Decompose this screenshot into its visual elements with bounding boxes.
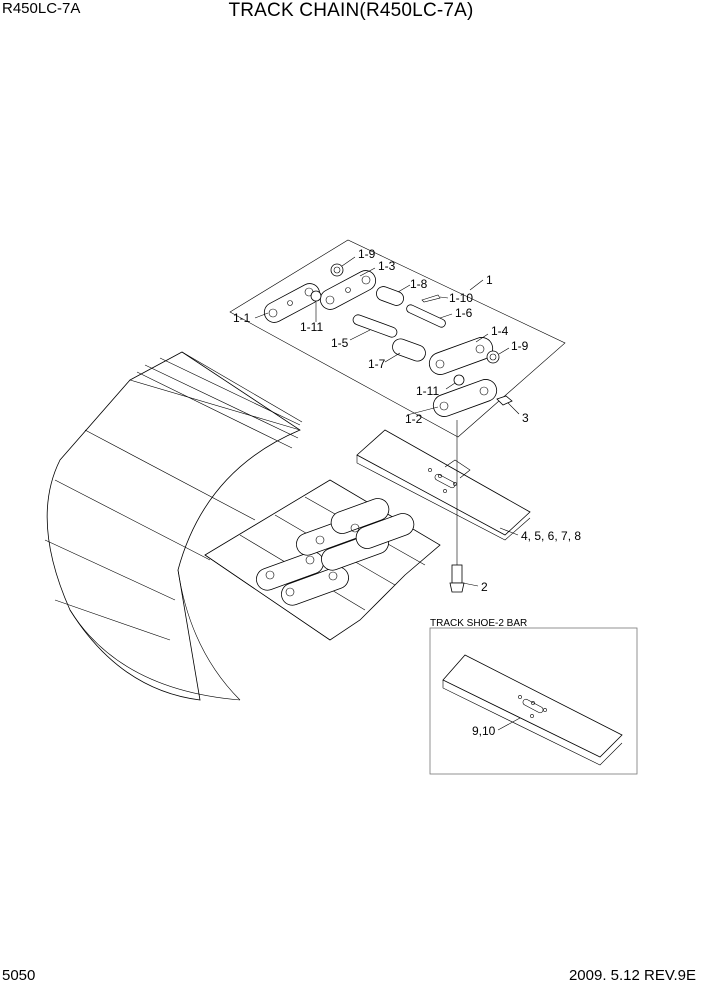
inset-track-shoe [442, 654, 623, 766]
callout-1-10: 1-10 [449, 291, 473, 305]
cotter-1-10 [421, 294, 441, 303]
chain-links [256, 498, 415, 606]
inset-box [429, 627, 638, 775]
page-number: 5050 [2, 967, 36, 984]
page-title: TRACK CHAIN(R450LC-7A) [228, 0, 474, 21]
inset-title: TRACK SHOE-2 BAR [430, 618, 527, 629]
callout-1-5: 1-5 [331, 336, 349, 350]
callout-1-9-right: 1-9 [511, 339, 529, 353]
callout-1-1: 1-1 [233, 311, 251, 325]
callout-1-8: 1-8 [410, 277, 428, 291]
callout-9-10: 9,10 [472, 724, 496, 738]
callout-1-9-top: 1-9 [358, 247, 376, 261]
callout-1-11-right: 1-11 [416, 384, 439, 398]
callout-1-7: 1-7 [368, 357, 386, 371]
callout-1: 1 [486, 273, 493, 287]
leader-lines [254, 256, 521, 731]
callout-labels: 1 1-1 1-2 1-3 1-4 1-5 1-6 1-7 1-8 1-9 1-… [233, 247, 581, 738]
callout-4-8: 4, 5, 6, 7, 8 [521, 529, 581, 543]
pin-1-5 [352, 314, 398, 338]
master-pin-1-6 [406, 304, 446, 328]
model-code: R450LC-7A [2, 0, 81, 17]
revision-date: 2009. 5.12 REV.9E [568, 967, 696, 984]
callout-1-3: 1-3 [378, 259, 396, 273]
callout-1-11-left: 1-11 [300, 320, 323, 334]
callout-1-4: 1-4 [491, 324, 509, 338]
callout-3: 3 [522, 411, 529, 425]
track-shoe [356, 429, 531, 541]
bushing-1-8 [376, 286, 404, 306]
callout-2: 2 [481, 580, 488, 594]
bolt-2 [449, 420, 465, 593]
link-1-4 [428, 337, 494, 375]
link-1-2 [432, 379, 498, 417]
link-1-3 [319, 270, 377, 310]
spacer-1-11 [310, 290, 465, 386]
nut-3 [496, 395, 513, 406]
bushing-1-7 [392, 338, 426, 362]
seal-1-9 [330, 263, 500, 364]
callout-1-2: 1-2 [405, 412, 423, 426]
callout-1-6: 1-6 [455, 306, 473, 320]
exploded-view-outline [229, 239, 566, 438]
track-assembly [44, 351, 441, 701]
